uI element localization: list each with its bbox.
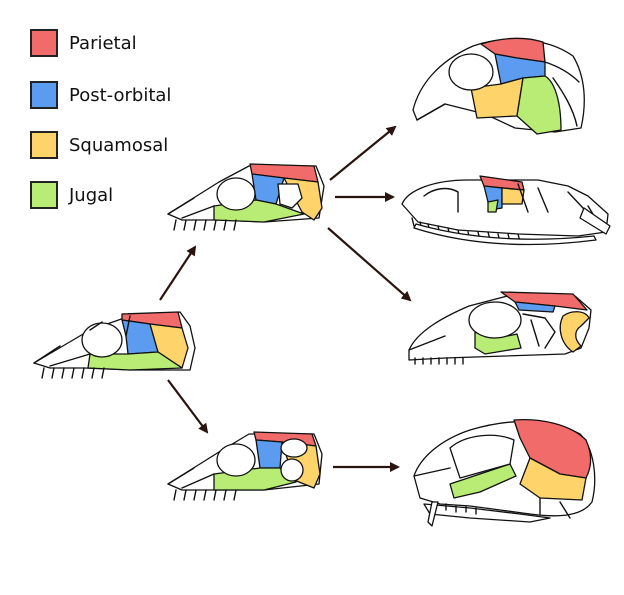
- teeth: [173, 489, 237, 501]
- legend-label: Parietal: [69, 32, 137, 54]
- squamosal-region: [149, 323, 189, 369]
- arrows: [159, 125, 412, 472]
- orbit: [216, 443, 256, 477]
- temporal-fenestra: [277, 183, 303, 209]
- parietal-region: [500, 291, 588, 311]
- mammal-skull: [413, 418, 596, 527]
- snake-skull: [401, 175, 611, 246]
- legend-item-post-orbital: Post-orbital: [30, 80, 171, 110]
- arrow-ancestor-to-synapsid: [167, 379, 209, 434]
- jugal-region: [487, 199, 499, 213]
- upper-temporal-fenestra: [280, 438, 308, 458]
- teeth: [173, 219, 237, 231]
- arrow-diapsid-to-lizard: [327, 227, 412, 302]
- legend-swatch: [30, 131, 58, 159]
- legend-item-squamosal: Squamosal: [30, 130, 168, 160]
- lower-temporal-fenestra: [280, 458, 304, 482]
- teeth: [414, 357, 464, 365]
- orbit: [448, 53, 494, 91]
- squamosal-region: [501, 187, 525, 205]
- orbit: [81, 322, 123, 358]
- arrow-diapsid-to-turtle: [329, 125, 397, 181]
- diapsid-skull: [167, 163, 325, 231]
- turtle-skull: [412, 37, 585, 135]
- legend-label: Jugal: [69, 184, 114, 206]
- legend-label: Post-orbital: [69, 84, 172, 106]
- canine-tooth: [427, 501, 439, 527]
- orbit: [468, 301, 522, 339]
- legend-swatch: [30, 29, 58, 57]
- legend-item-parietal: Parietal: [30, 28, 137, 58]
- quadrate-bone: [579, 207, 611, 235]
- teeth: [445, 503, 477, 515]
- orbit: [216, 177, 256, 211]
- legend-swatch: [30, 181, 58, 209]
- squamosal-region: [559, 311, 590, 353]
- squamosal-region: [519, 457, 587, 501]
- legend-swatch: [30, 81, 58, 109]
- orbit: [449, 434, 515, 479]
- ancestral-skull: [33, 311, 196, 379]
- jugal-region: [516, 75, 562, 135]
- legend-item-jugal: Jugal: [30, 180, 113, 210]
- post-orbital-region: [514, 301, 556, 313]
- lizard-skull: [408, 291, 592, 365]
- jugal-region: [87, 351, 183, 371]
- synapsid-skull: [167, 431, 323, 501]
- legend-label: Squamosal: [69, 134, 169, 156]
- arrow-ancestor-to-diapsid: [159, 245, 197, 301]
- teeth: [41, 367, 105, 379]
- post-orbital-region: [255, 439, 283, 469]
